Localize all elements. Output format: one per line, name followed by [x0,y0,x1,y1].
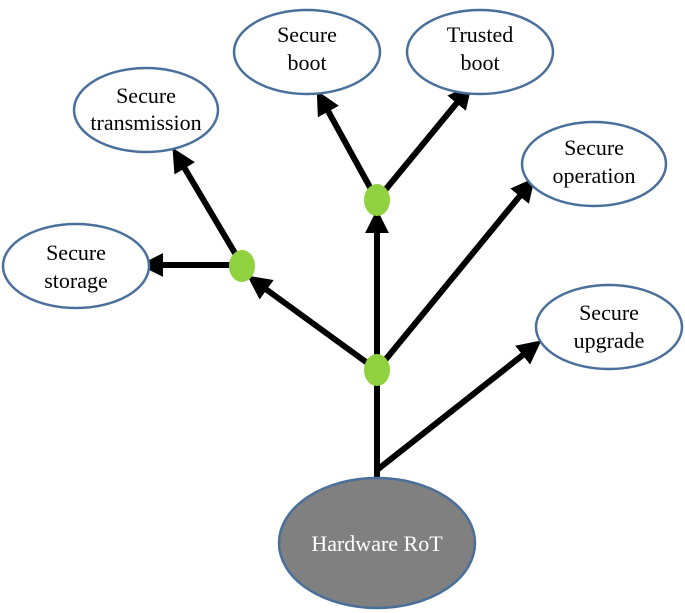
edge-junction-lower-to-junction-left [247,275,379,373]
edge-junction-left-to-secure-transmission [172,147,245,267]
node-hardware-rot-shape [277,476,477,610]
node-secure-transmission-label-line2: transmission [90,110,201,135]
node-secure-operation-label-line2: operation [552,163,635,188]
node-trusted-boot-shape [405,8,555,96]
node-secure-boot-label-line2: boot [287,50,326,75]
node-secure-operation: Secure operation [520,120,668,208]
node-secure-boot-label-line1: Secure [277,22,337,47]
edge-root-to-secure-upgrade [375,340,542,473]
junction-dot-upper [364,184,390,216]
edges [139,84,542,478]
edge-junction-upper-to-trusted-boot [374,84,472,202]
node-trusted-boot: Trusted boot [405,8,555,96]
node-trusted-boot-label-line2: boot [460,50,499,75]
node-secure-boot: Secure boot [232,8,382,96]
node-secure-storage-shape [1,222,151,310]
node-secure-storage-label-line1: Secure [46,240,106,265]
node-secure-operation-shape [520,120,668,208]
junctions [229,184,390,386]
node-trusted-boot-label-line1: Trusted [447,22,513,47]
node-secure-storage-label-line2: storage [44,268,108,293]
node-secure-operation-label-line1: Secure [564,135,624,160]
node-secure-upgrade: Secure upgrade [534,283,684,371]
node-secure-transmission-shape [72,66,220,154]
node-secure-transmission-label-line1: Secure [116,83,176,108]
node-secure-upgrade-shape [534,283,684,371]
junction-dot-lower [364,354,390,386]
node-hardware-rot-label: Hardware RoT [311,531,443,556]
edge-junction-upper-to-secure-boot [316,90,380,202]
node-secure-storage: Secure storage [1,222,151,310]
edge-junction-lower-to-secure-operation [374,177,535,372]
node-secure-transmission: Secure transmission [72,66,220,154]
junction-dot-left [229,250,255,282]
node-secure-upgrade-label-line2: upgrade [574,328,645,353]
node-secure-boot-shape [232,8,382,96]
node-secure-upgrade-label-line1: Secure [579,300,639,325]
node-hardware-rot: Hardware RoT [277,476,477,610]
